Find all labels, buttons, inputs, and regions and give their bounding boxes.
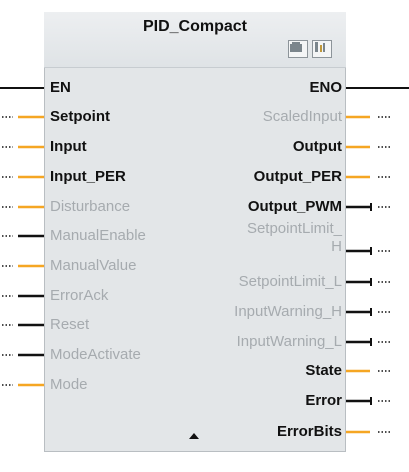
output-inputwarning-l-label: InputWarning_L [236, 333, 342, 350]
input-input-per-label: Input_PER [50, 168, 126, 185]
output-output-pwm-label: Output_PWM [247, 198, 342, 215]
output-inputwarning-h-label: InputWarning_H [234, 303, 342, 320]
input-manualvalue-label: ManualValue [50, 257, 137, 274]
input-modeactivate-label: ModeActivate [50, 346, 141, 363]
output-scaledinput-label: ScaledInput [262, 108, 342, 125]
output-setpointlimit-h-line2: H [331, 238, 342, 255]
commissioning-icon[interactable] [312, 40, 332, 58]
input-mode-label: Mode [50, 376, 88, 393]
input-errorack-label: ErrorAck [50, 287, 109, 304]
output-output-per-label: Output_PER [253, 168, 342, 185]
output-error-label: Error [305, 392, 342, 409]
output-eno-label: ENO [309, 79, 342, 96]
load-icon[interactable] [288, 40, 308, 58]
function-block-body[interactable] [44, 12, 346, 452]
input-en-label: EN [50, 79, 71, 96]
input-disturbance-label: Disturbance [50, 198, 131, 215]
output-setpointlimit-l-label: SetpointLimit_L [238, 273, 342, 290]
output-state-label: State [305, 362, 342, 379]
block-title: PID_Compact [142, 18, 248, 35]
output-errorbits-label: ErrorBits [276, 423, 342, 440]
output-output-label: Output [292, 138, 342, 155]
input-input-label: Input [50, 138, 87, 155]
output-setpointlimit-h-line1: SetpointLimit_ [246, 220, 342, 237]
output-setpointlimit-h-label: SetpointLimit_ H [247, 220, 342, 256]
input-setpoint-label: Setpoint [50, 108, 110, 125]
input-manualenable-label: ManualEnable [50, 227, 146, 244]
input-reset-label: Reset [50, 316, 90, 333]
expand-collapse-arrow-icon[interactable] [189, 433, 199, 439]
